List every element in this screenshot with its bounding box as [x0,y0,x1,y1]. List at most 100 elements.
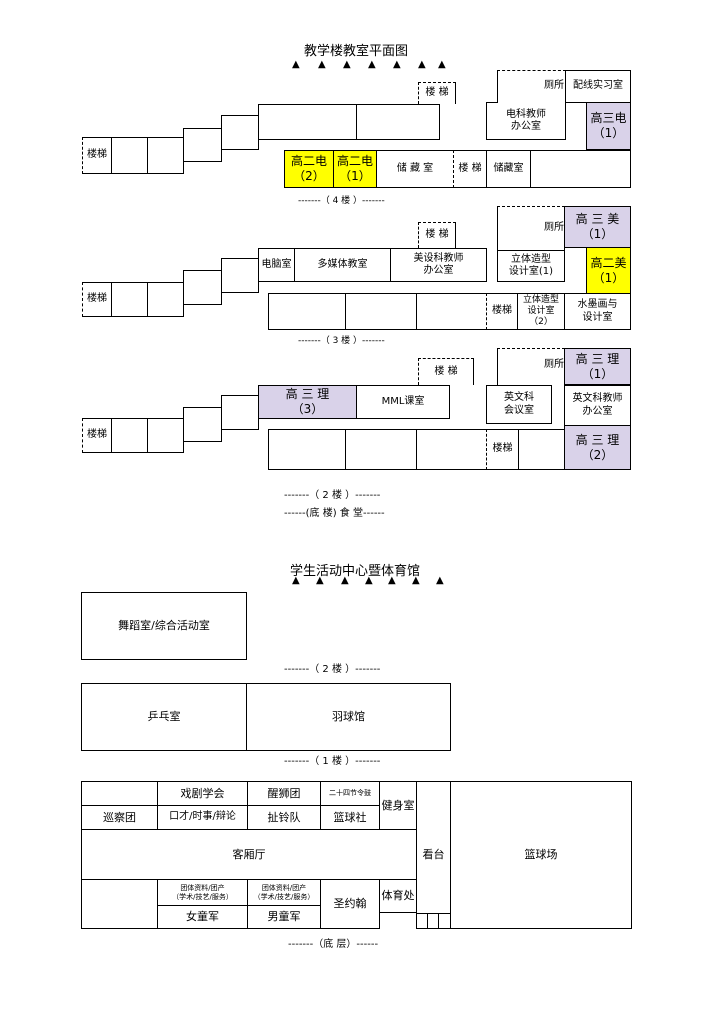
pe-office: 体育处 [379,879,417,913]
wiring-room: 配线实习室 [565,70,631,103]
room-gao2mei1: 高二美 （1） [586,247,631,294]
basketball-club: 篮球社 [320,805,380,830]
room [183,128,222,162]
arrow-icon: ▲ [365,575,373,586]
ground-floor-canteen-caption: ------(底 楼) 食 堂------ [284,508,385,519]
art-office: 美设科教师 办公室 [390,248,487,282]
group-materials-b: 团体资料/团产 （学术/技艺/服务） [247,879,321,906]
room-gao2dian2: 高二电 （2） [284,150,334,188]
arrow-icon: ▲ [292,59,300,70]
room [268,429,346,470]
multimedia-room: 多媒体教室 [294,248,391,282]
floor-4-caption: -------（ 4 楼 ）------- [298,196,385,206]
room [147,282,184,317]
toilet: 厕所 [537,220,571,236]
room [111,418,148,453]
arrow-icon: ▲ [388,575,396,586]
gym: 健身室 [379,781,417,830]
ink-painting-room: 水墨画与 设计室 [564,293,631,330]
room [438,913,451,929]
arrow-icon: ▲ [368,59,376,70]
drama-club: 戏剧学会 [157,781,248,806]
stairs-top: 楼 梯 [418,222,456,248]
stairs-left: 楼梯 [82,418,112,453]
room [183,270,222,305]
arrow-icon: ▲ [343,59,351,70]
room [111,137,148,174]
arrow-icon: ▲ [436,575,444,586]
stairs-right: 楼梯 [486,293,518,330]
floor-3-caption: -------（ 3 楼 ）------- [298,336,385,346]
english-meeting-room: 英文科 会议室 [486,385,552,424]
storage-room: 储 藏 室 [376,150,454,188]
toilet: 厕所 [537,78,571,94]
ee-office: 电科教师 办公室 [486,102,566,140]
computer-room: 电脑室 [258,248,295,282]
arrow-icon: ▲ [341,575,349,586]
floor-2-caption: -------（ 2 楼 ）------- [284,490,381,501]
room-gao3li3: 高 三 理 （3） [258,385,357,419]
room [416,293,487,330]
room-gao2dian1: 高二电 （1） [333,150,377,188]
stairs-left: 楼梯 [82,282,112,317]
room [356,104,440,140]
diabolo-team: 扯铃队 [247,805,321,830]
arrow-icon: ▲ [292,575,300,586]
stairs-top: 楼 梯 [418,358,474,385]
room [147,418,184,453]
patrol-team: 巡察团 [81,805,158,830]
lion-dance: 醒狮团 [247,781,321,806]
model-room-1: 立体造型 设计室(1) [497,250,565,282]
room [221,115,259,150]
room-gao3li2: 高 三 理 （2） [564,425,631,470]
boy-scouts: 男童军 [247,905,321,929]
arrow-icon: ▲ [418,59,426,70]
stairs-right: 楼梯 [486,429,519,470]
stairs-mid: 楼 梯 [453,150,487,188]
stairs-top: 楼 梯 [418,82,456,104]
group-materials-a: 团体资料/团产 （学术/技艺/服务） [157,879,248,906]
room [221,395,259,430]
room [147,137,184,174]
toilet: 厕所 [537,357,571,373]
room-gao3li1: 高 三 理 （1） [564,348,631,385]
storage-room-2: 储藏室 [486,150,531,188]
room [530,150,631,188]
room [416,429,487,470]
activity-floor-1-caption: -------（ 1 楼 ）------- [284,756,381,767]
pingpong-room: 乒乓室 [81,683,247,751]
room-gao3mei1: 高 三 美 （1） [564,206,631,248]
room [81,781,158,806]
basketball-court: 篮球场 [450,781,632,929]
room [81,879,158,929]
room [345,429,417,470]
drum-club: 二十四节令鼓 [320,781,380,806]
room [268,293,346,330]
girl-guides: 女童军 [157,905,248,929]
room [345,293,417,330]
badminton-hall: 羽球馆 [246,683,451,751]
stairs-left: 楼梯 [82,137,112,174]
room [111,282,148,317]
arrow-icon: ▲ [438,59,446,70]
activity-floor-2-caption: -------（ 2 楼 ）------- [284,664,381,675]
teaching-building-title: 教学楼教室平面图 [304,44,409,59]
dance-room: 舞蹈室/综合活动室 [81,592,247,660]
arrow-icon: ▲ [318,59,326,70]
arrow-icon: ▲ [393,59,401,70]
debate-club: 口才/时事/辩论 [157,805,248,830]
room [518,429,565,470]
stand: 看台 [416,781,451,929]
activity-ground-caption: -------（底 层）------ [288,939,379,950]
arrow-icon: ▲ [316,575,324,586]
room [183,407,222,442]
english-office: 英文科教师 办公室 [564,385,631,426]
reception-hall: 客厢厅 [81,829,417,880]
arrow-icon: ▲ [412,575,420,586]
model-room-2: 立体造型 设计室 （2） [517,293,565,330]
mml-room: MML课室 [356,385,450,419]
room [258,104,357,140]
room [221,258,259,293]
activity-center-title: 学生活动中心暨体育馆 [290,564,421,579]
room-gao3dian1: 高三电 （1） [586,102,631,150]
